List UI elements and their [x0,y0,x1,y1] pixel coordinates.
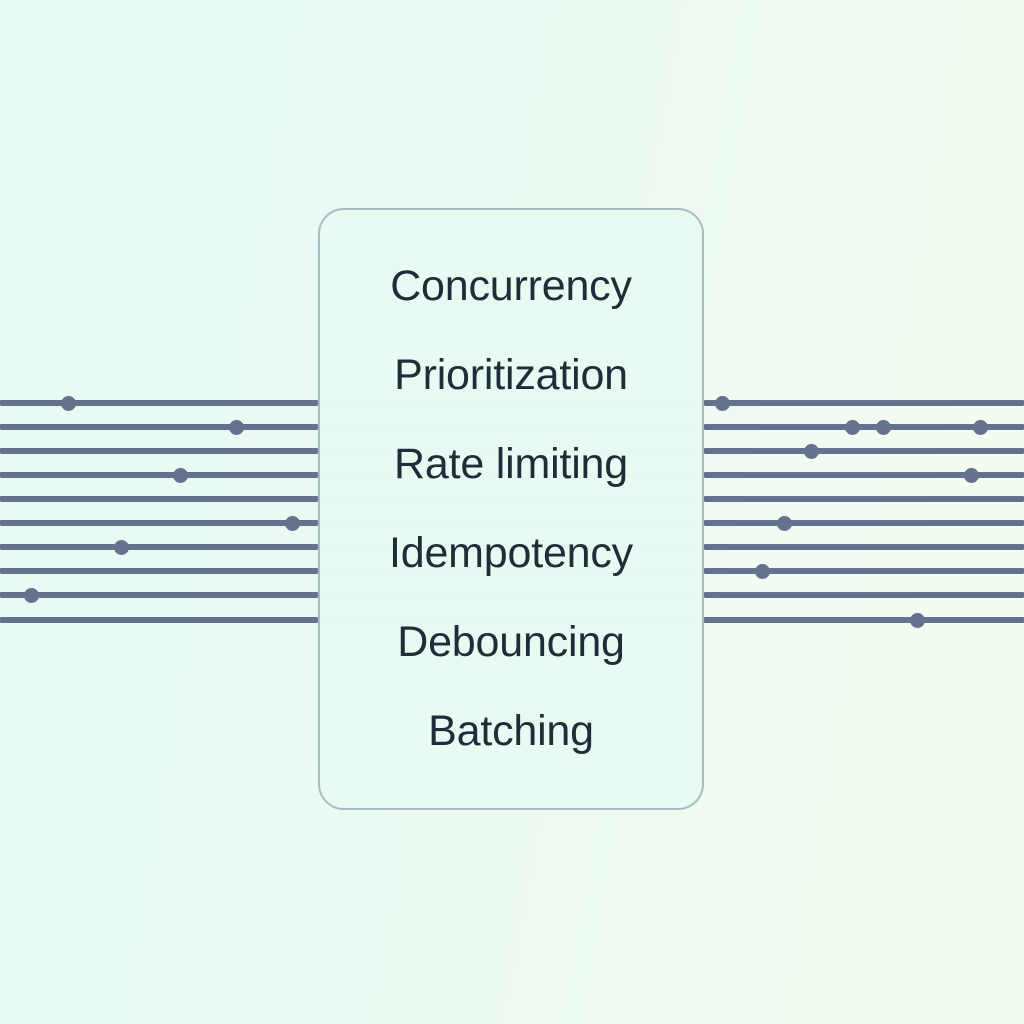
stream-segment-left [0,592,318,598]
stream-segment-right [704,520,1024,526]
stream-dot [113,539,129,555]
stream-segment-right [704,448,1024,454]
stream-dot [963,467,979,483]
stream-segment-right [704,400,1024,406]
concept-item[interactable]: Concurrency [390,262,632,310]
stream-segment-right [704,568,1024,574]
stream-dot [909,612,925,628]
stream-segment-left [0,520,318,526]
stream-dot [228,419,244,435]
stream-dot [972,419,988,435]
stream-dot [803,443,819,459]
stream-segment-left [0,544,318,550]
stream-segment-left [0,617,318,623]
concept-item[interactable]: Prioritization [394,351,628,399]
concept-item[interactable]: Rate limiting [394,440,628,488]
stream-segment-right [704,496,1024,502]
concept-item[interactable]: Debouncing [397,618,625,666]
stream-segment-right [704,472,1024,478]
stream-dot [875,419,891,435]
stream-segment-right [704,592,1024,598]
stream-dot [754,563,770,579]
stream-dot [776,515,792,531]
stream-segment-left [0,568,318,574]
stream-dot [844,419,860,435]
stream-dot [23,587,39,603]
stream-segment-left [0,472,318,478]
concept-item[interactable]: Idempotency [388,529,633,577]
stream-dot [60,395,76,411]
stream-segment-left [0,496,318,502]
stream-segment-right [704,617,1024,623]
stream-segment-right [704,544,1024,550]
stream-dot [284,515,300,531]
stream-segment-left [0,424,318,430]
stream-segment-left [0,448,318,454]
stream-dot [172,467,188,483]
stream-dot [714,395,730,411]
stream-segment-left [0,400,318,406]
stream-segment-right [704,424,1024,430]
concept-item[interactable]: Batching [428,707,594,755]
